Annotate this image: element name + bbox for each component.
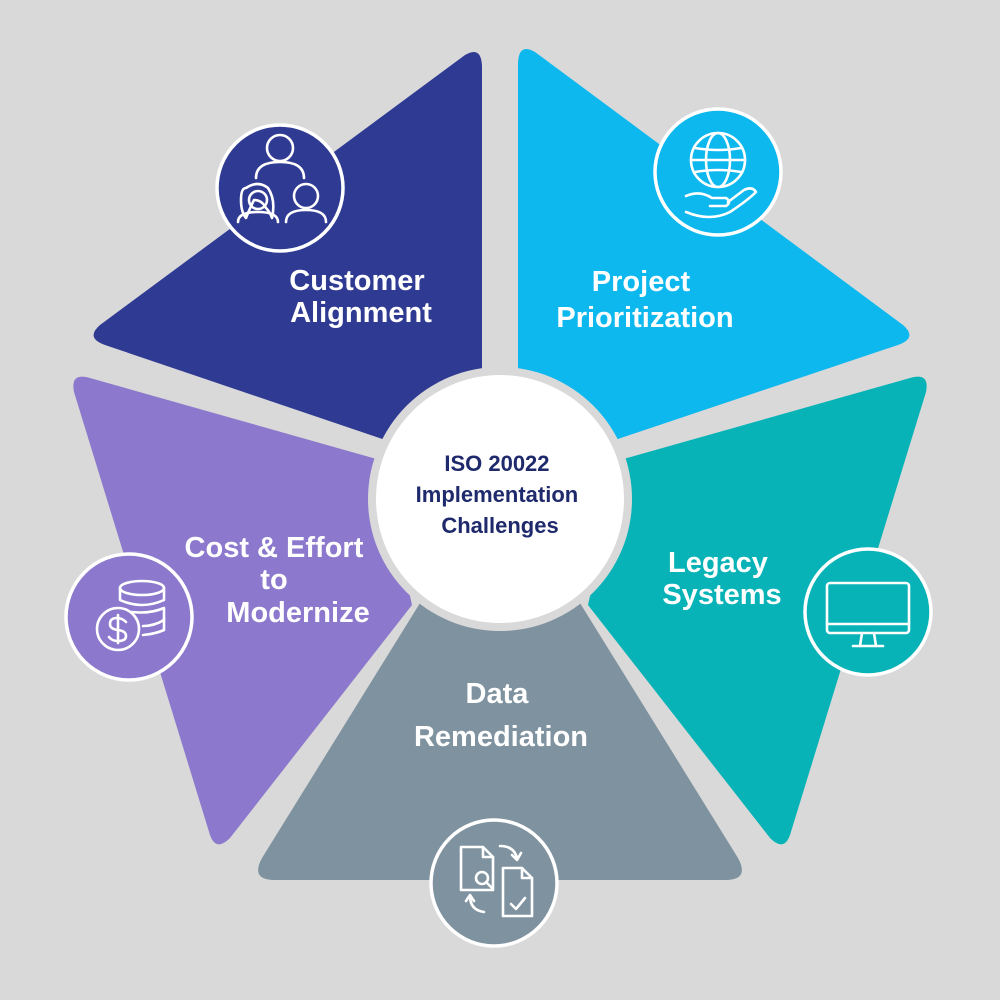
segment-project-prioritization-shape: [518, 48, 910, 445]
segment-cost-effort-shape: [73, 376, 412, 845]
segment-data-remediation-shape: [258, 595, 742, 880]
label-line: Remediation: [414, 721, 588, 753]
segment-label-customer-alignment: Customer Alignment: [289, 265, 432, 329]
label-line: Alignment: [290, 297, 432, 329]
label-line: Project: [592, 266, 691, 298]
segment-label-cost-effort: Cost & Effort to Modernize: [185, 532, 372, 629]
segment-project-prioritization: Project Prioritization: [518, 48, 910, 445]
segment-data-remediation: Data Remediation: [258, 595, 742, 948]
label-line: Systems: [662, 579, 781, 611]
monitor-icon: [803, 547, 933, 677]
globe-in-hand-icon: [653, 107, 783, 237]
people-icon: [215, 123, 345, 253]
center-title-line: ISO 20022: [444, 451, 549, 476]
segment-customer-alignment: Customer Alignment: [93, 51, 483, 445]
label-line: Prioritization: [556, 302, 733, 334]
document-exchange-icon: [429, 818, 559, 948]
label-line: Customer: [289, 265, 424, 297]
segment-label-legacy-systems: Legacy Systems: [662, 547, 781, 611]
label-line: to: [260, 564, 287, 596]
segment-legacy-systems: Legacy Systems: [588, 376, 933, 845]
label-line: Modernize: [226, 597, 369, 629]
coins-dollar-icon: [64, 552, 194, 682]
label-line: Data: [466, 678, 530, 710]
segment-cost-effort: Cost & Effort to Modernize: [64, 376, 412, 845]
center-title-line: Challenges: [441, 513, 558, 538]
segment-label-data-remediation: Data Remediation: [414, 678, 588, 753]
center-title: ISO 20022 Implementation Challenges: [416, 451, 585, 538]
center-hub: ISO 20022 Implementation Challenges: [368, 367, 632, 631]
label-line: Legacy: [668, 547, 768, 579]
label-line: Cost & Effort: [185, 532, 364, 564]
center-title-line: Implementation: [416, 482, 579, 507]
segment-label-project-prioritization: Project Prioritization: [556, 266, 733, 334]
segment-legacy-systems-shape: [588, 376, 927, 845]
center-hub-circle: [376, 375, 624, 623]
